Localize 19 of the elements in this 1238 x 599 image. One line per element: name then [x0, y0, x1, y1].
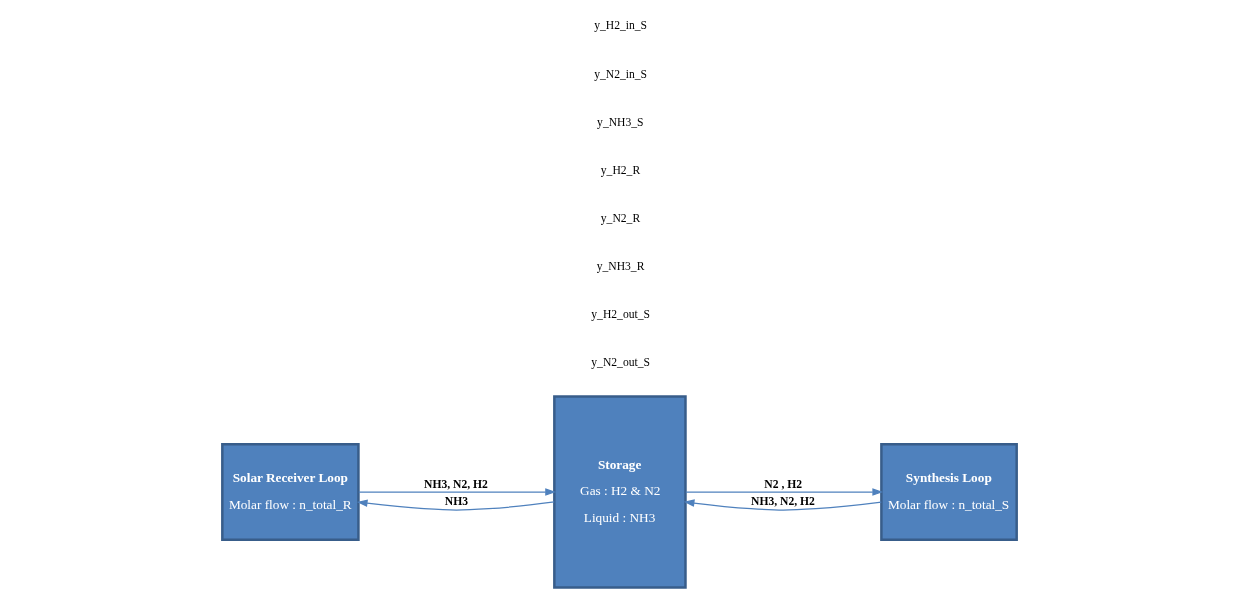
label: y_N2_out_S	[590, 356, 650, 370]
label: y_NH3_S	[596, 115, 644, 129]
label: y_N2_R	[600, 212, 640, 226]
node-box: Storage Gas : H2 & N2 Liquid : NH3	[552, 395, 687, 589]
label: y_NH3_R	[596, 260, 644, 274]
arrow	[683, 499, 882, 511]
edge-label: N2 , H2	[763, 478, 802, 492]
label: y_N2_in_S	[593, 67, 647, 81]
arrow	[357, 488, 556, 496]
edge-label: NH3, N2, H2	[750, 494, 815, 508]
edge-label: NH3	[444, 494, 468, 508]
node-box: Synthesis Loop Molar flow : n_total_S	[879, 443, 1018, 542]
node-box: Solar Receiver Loop Molar flow : n_total_R	[220, 443, 360, 542]
label: y_H2_out_S	[590, 308, 650, 322]
arrow	[356, 499, 555, 511]
arrow	[684, 488, 883, 496]
label: y_H2_in_S	[593, 19, 647, 33]
label: y_H2_R	[600, 163, 640, 177]
edge-label: NH3, N2, H2	[423, 478, 488, 492]
